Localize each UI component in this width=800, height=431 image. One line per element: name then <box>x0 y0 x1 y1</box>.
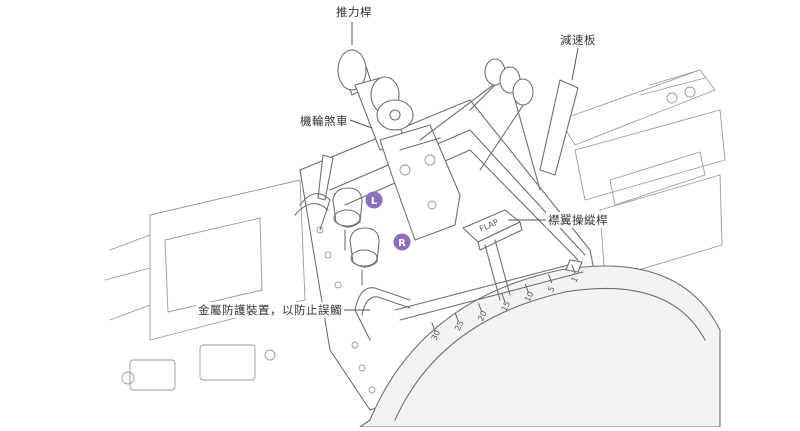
flap-scale-label: 30 <box>430 329 442 342</box>
cockpit-background <box>104 69 726 391</box>
parking-brake-handle <box>294 154 334 231</box>
flap-scale-tick <box>571 264 576 274</box>
label-metal-guard: 金屬防護裝置，以防止誤觸 <box>196 302 344 318</box>
flap-scale-label: 1 <box>570 275 580 283</box>
label-parking-brake: 機輪煞車 <box>298 113 350 129</box>
flap-scale-label: 10 <box>523 290 535 303</box>
flap-scale-tick <box>478 303 483 313</box>
flap-scale-tick <box>548 274 553 284</box>
badge-right: R <box>393 233 411 251</box>
fuel-control-knobs <box>332 187 380 286</box>
leader-lines <box>340 22 579 311</box>
speed-brake-lever <box>419 58 579 191</box>
label-flap-lever: 襟翼操縱桿 <box>546 212 610 228</box>
badge-right-text: R <box>398 238 406 249</box>
flap-scale-tick <box>454 312 459 322</box>
flap-scale-tick <box>524 283 529 293</box>
flap-scale-label: 20 <box>476 309 488 322</box>
flap-scale-label: 15 <box>500 300 512 313</box>
flap-scale-tick <box>501 293 506 303</box>
label-thrust-lever: 推力桿 <box>334 4 374 20</box>
flap-scale-label: 5 <box>546 285 556 293</box>
badge-left: L <box>365 191 383 209</box>
quadrant-body <box>299 99 721 428</box>
metal-guard <box>354 287 411 341</box>
thrust-levers <box>337 49 461 241</box>
label-speed-brake: 減速板 <box>558 32 598 48</box>
flap-lever: FLAP <box>394 209 584 321</box>
badge-left-text: L <box>371 196 378 207</box>
flap-scale-label: 25 <box>453 319 465 332</box>
flap-scale-tick <box>431 322 436 332</box>
